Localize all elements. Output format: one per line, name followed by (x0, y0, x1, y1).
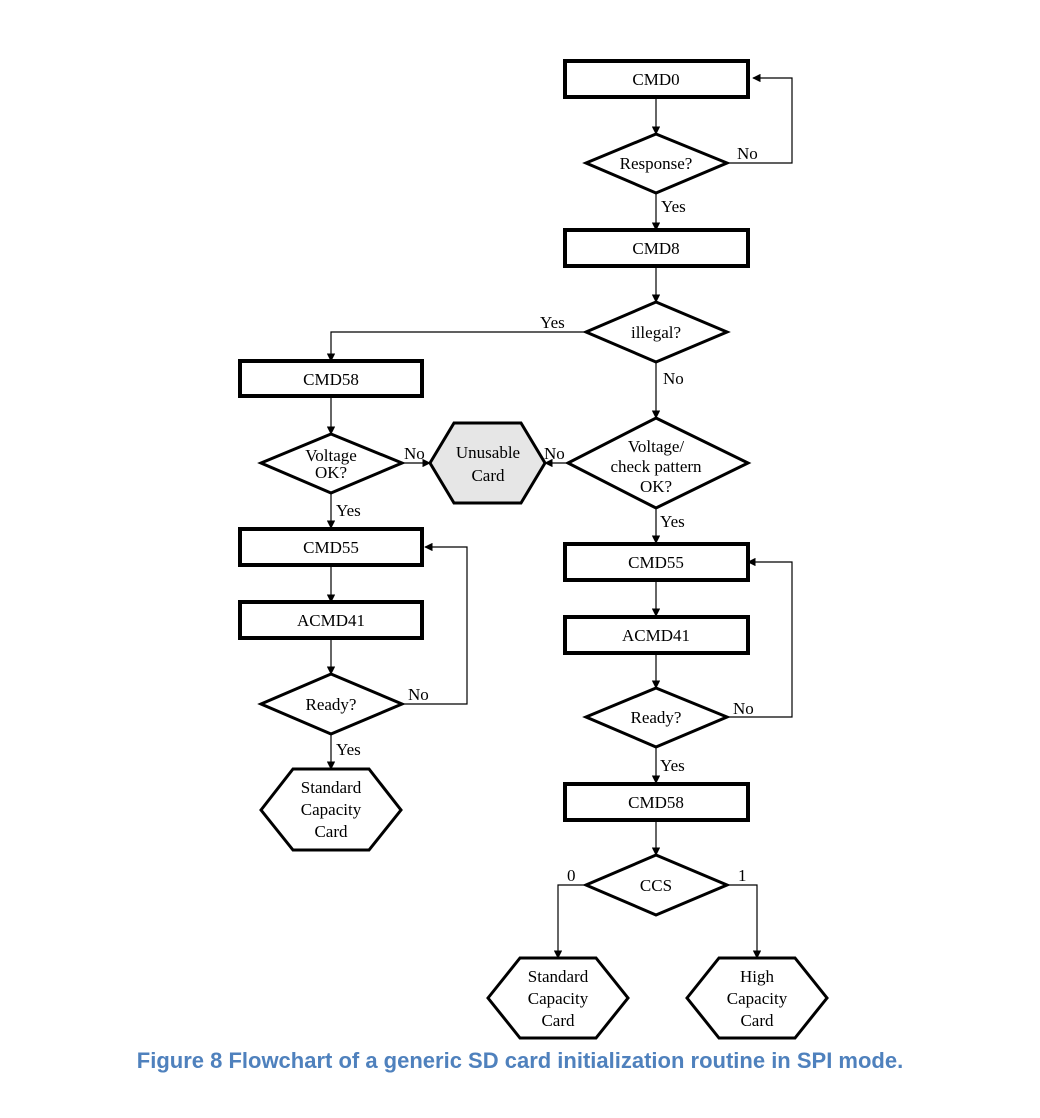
label-voltage-left-yes: Yes (336, 501, 361, 520)
terminal-standard-right-line1: Standard (528, 967, 589, 986)
edge-response-no-loop (727, 73, 793, 164)
edge-labels: No Yes Yes No No No Yes Yes No Yes No Ye… (336, 144, 758, 885)
decision-ready-right: Ready? (582, 686, 731, 749)
decision-illegal-label: illegal? (631, 323, 681, 342)
decision-ready-left-label: Ready? (306, 695, 357, 714)
label-illegal-yes: Yes (540, 313, 565, 332)
terminal-standard-right-line2: Capacity (528, 989, 589, 1008)
label-ccs-zero: 0 (567, 866, 576, 885)
decision-voltage-left: Voltage OK? (257, 432, 406, 495)
terminal-high-line1: High (740, 967, 775, 986)
edge-ccs-zero (553, 884, 586, 959)
decision-voltage-right-line3: OK? (640, 477, 672, 496)
decision-ccs-label: CCS (640, 876, 672, 895)
node-cmd8-label: CMD8 (632, 239, 679, 258)
decision-illegal: illegal? (582, 300, 731, 364)
node-cmd0-label: CMD0 (632, 70, 679, 89)
decision-ready-left: Ready? (257, 672, 406, 736)
edge-ccs-one (727, 884, 762, 959)
terminal-unusable-line1: Unusable (456, 443, 520, 462)
node-cmd8: CMD8 (563, 228, 750, 268)
label-voltage-left-no: No (404, 444, 425, 463)
terminal-high-capacity: High Capacity Card (685, 956, 829, 1040)
node-acmd41-left: ACMD41 (238, 600, 424, 640)
decision-voltage-left-line1: Voltage (305, 446, 357, 465)
label-ready-right-yes: Yes (660, 756, 685, 775)
decision-voltage-right-line2: check pattern (610, 457, 702, 476)
node-acmd41-right: ACMD41 (563, 615, 750, 655)
terminal-standard-right-line3: Card (541, 1011, 575, 1030)
node-cmd58-left: CMD58 (238, 359, 424, 398)
connectors (326, 73, 793, 959)
node-acmd41-left-label: ACMD41 (297, 611, 365, 630)
label-ready-left-no: No (408, 685, 429, 704)
terminal-standard-left-line2: Capacity (301, 800, 362, 819)
decision-ccs: CCS (582, 853, 731, 917)
label-response-no: No (737, 144, 758, 163)
label-response-yes: Yes (661, 197, 686, 216)
terminal-high-line2: Capacity (727, 989, 788, 1008)
terminal-unusable-card: Unusable Card (428, 421, 547, 505)
node-cmd55-right-label: CMD55 (628, 553, 684, 572)
decision-voltage-left-line2: OK? (315, 463, 347, 482)
node-cmd55-left: CMD55 (238, 527, 424, 567)
label-voltage-right-no: No (544, 444, 565, 463)
figure-caption: Figure 8 Flowchart of a generic SD card … (136, 1048, 904, 1073)
label-voltage-right-yes: Yes (660, 512, 685, 531)
node-cmd55-right: CMD55 (563, 542, 750, 582)
terminal-standard-capacity-left: Standard Capacity Card (259, 767, 403, 852)
terminal-high-line3: Card (740, 1011, 774, 1030)
label-ready-right-no: No (733, 699, 754, 718)
label-illegal-no: No (663, 369, 684, 388)
label-ccs-one: 1 (738, 866, 747, 885)
sd-init-flowchart: CMD0 Response? CMD8 illegal? CMD58 Volta… (238, 59, 829, 1040)
node-cmd58-right-label: CMD58 (628, 793, 684, 812)
decision-response-label: Response? (620, 154, 693, 173)
edge-ready-right-no-loop (727, 557, 793, 718)
node-cmd55-left-label: CMD55 (303, 538, 359, 557)
edge-illegal-yes (326, 331, 586, 362)
label-ready-left-yes: Yes (336, 740, 361, 759)
node-cmd0: CMD0 (563, 59, 750, 99)
decision-voltage-right: Voltage/ check pattern OK? (564, 416, 752, 510)
decision-response: Response? (582, 132, 731, 195)
decision-ready-right-label: Ready? (631, 708, 682, 727)
terminal-unusable-line2: Card (471, 466, 505, 485)
decision-voltage-right-line1: Voltage/ (628, 437, 685, 456)
edge-ready-left-no-loop (402, 542, 468, 705)
terminal-standard-left-line3: Card (314, 822, 348, 841)
terminal-standard-capacity-right: Standard Capacity Card (486, 956, 630, 1040)
node-acmd41-right-label: ACMD41 (622, 626, 690, 645)
node-cmd58-left-label: CMD58 (303, 370, 359, 389)
terminal-standard-left-line1: Standard (301, 778, 362, 797)
node-cmd58-right: CMD58 (563, 782, 750, 822)
